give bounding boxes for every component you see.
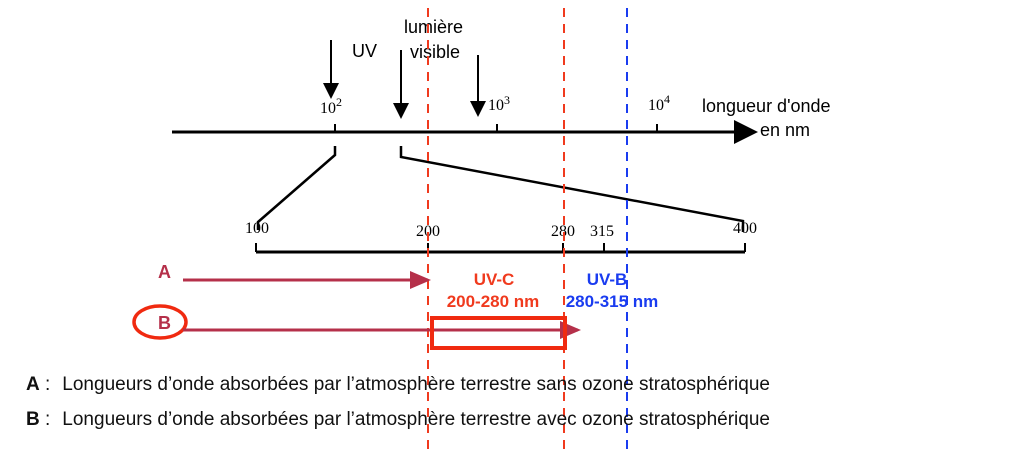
zoom-line-left [256,146,337,230]
uvc-name: UV-C [474,270,515,289]
legend-b: B :Longueurs d’onde absorbées par l’atmo… [26,409,770,430]
visible-label-2: visible [410,42,460,62]
axis-label: longueur d'onde [702,96,831,116]
tick-400: 400 [733,220,757,237]
tick-280: 280 [551,223,575,240]
visible-label-1: lumière [404,17,463,37]
legend-a: A :Longueurs d’onde absorbées par l’atmo… [26,374,770,395]
tick-315: 315 [590,223,614,240]
arrow-a-label: A [158,262,171,282]
tick-label-10e3: 103 [488,93,510,114]
tick-100: 100 [245,220,269,237]
arrow-b-label: B [158,313,171,333]
tick-label-10e4: 104 [648,92,670,114]
tick-200: 200 [416,223,440,240]
uvb-range: 280-315 nm [566,292,659,311]
uvb-name: UV-B [587,270,628,289]
highlight-box-uvc [430,316,567,350]
uv-label: UV [352,41,377,61]
tick-label-10e2: 102 [320,95,342,117]
axis-unit: en nm [760,120,810,140]
uvc-range: 200-280 nm [447,292,540,311]
highlight-circle-b [132,304,188,340]
zoom-line-right [399,146,745,232]
